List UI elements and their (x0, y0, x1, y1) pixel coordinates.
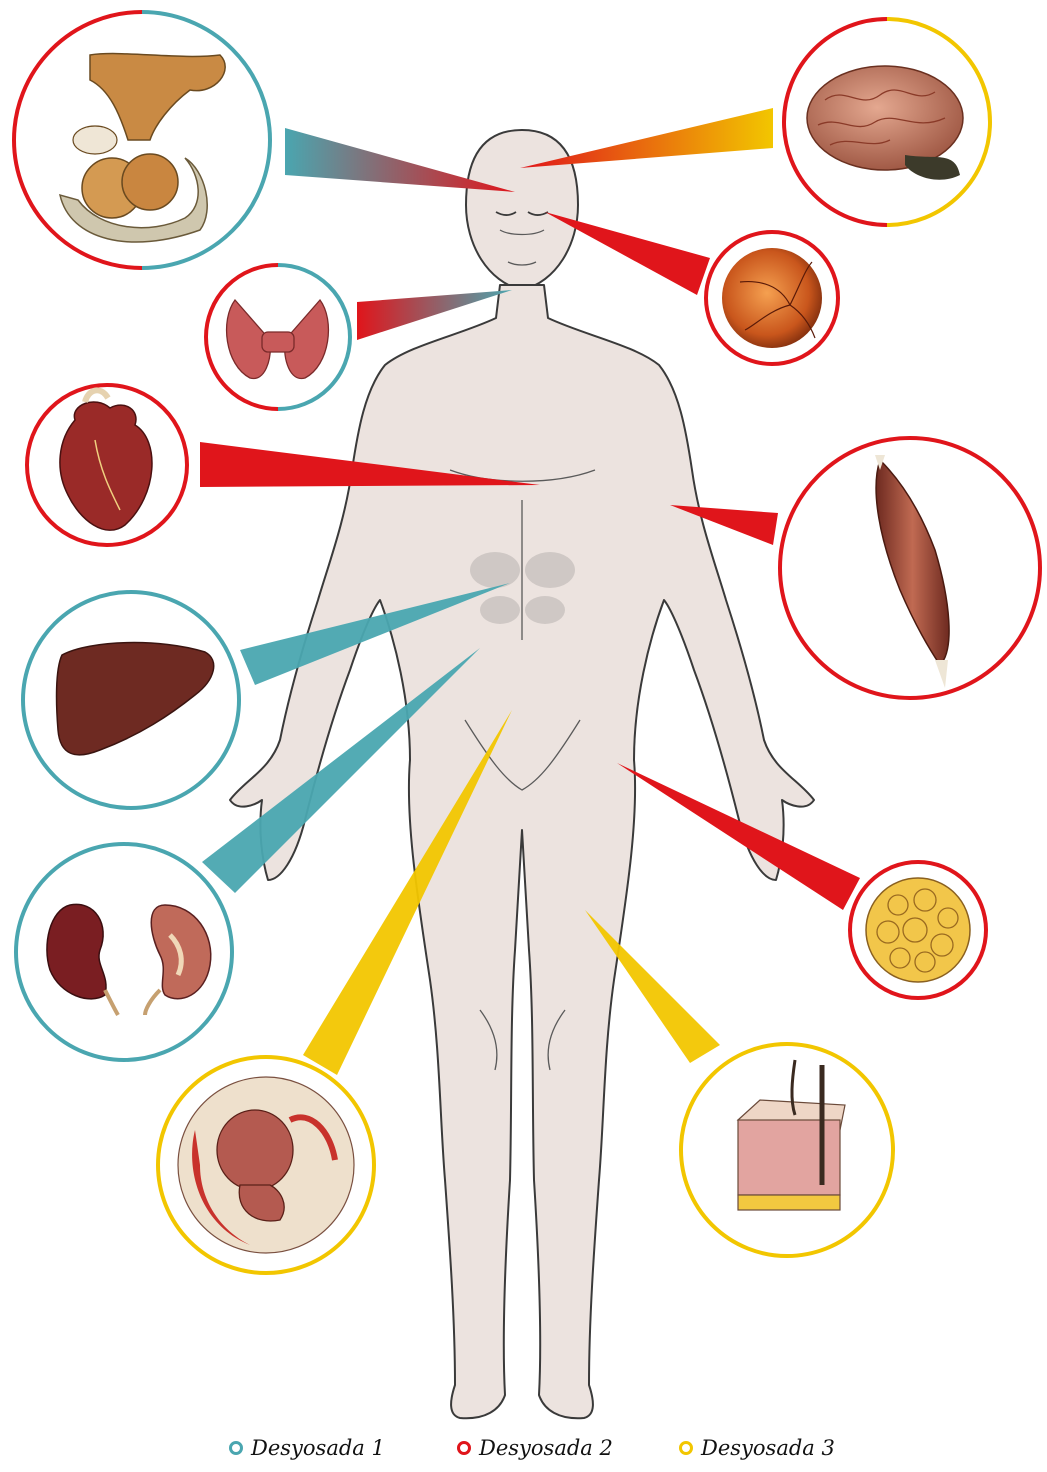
red-ring-icon (457, 1441, 471, 1455)
wedge-retina (545, 212, 710, 295)
liver-circle (23, 592, 239, 808)
wedge-brain (520, 108, 773, 168)
adipose-tissue-circle (850, 862, 986, 998)
yellow-ring-icon (679, 1441, 693, 1455)
thyroid-circle (206, 265, 350, 409)
brain-circle (784, 19, 990, 225)
legend: Desyosada 1 Desyosada 2 Desyosada 3 (0, 1436, 1047, 1468)
legend-item-2: Desyosada 2 (457, 1436, 613, 1460)
pituitary-gland-circle (14, 12, 270, 268)
fetus-circle (158, 1057, 374, 1273)
fetus-icon (178, 1077, 354, 1253)
heart-circle (27, 385, 187, 545)
legend-label-3: Desyosada 3 (701, 1436, 835, 1460)
legend-item-3: Desyosada 3 (679, 1436, 835, 1460)
legend-label-2: Desyosada 2 (479, 1436, 613, 1460)
retina-icon (722, 248, 822, 348)
kidneys-circle (16, 844, 232, 1060)
adipose-tissue-icon (866, 878, 970, 982)
legend-item-1: Desyosada 1 (229, 1436, 385, 1460)
teal-ring-icon (229, 1441, 243, 1455)
skin-circle (681, 1044, 893, 1256)
retina-circle (706, 232, 838, 364)
muscle-circle (780, 438, 1040, 698)
legend-label-1: Desyosada 1 (251, 1436, 385, 1460)
